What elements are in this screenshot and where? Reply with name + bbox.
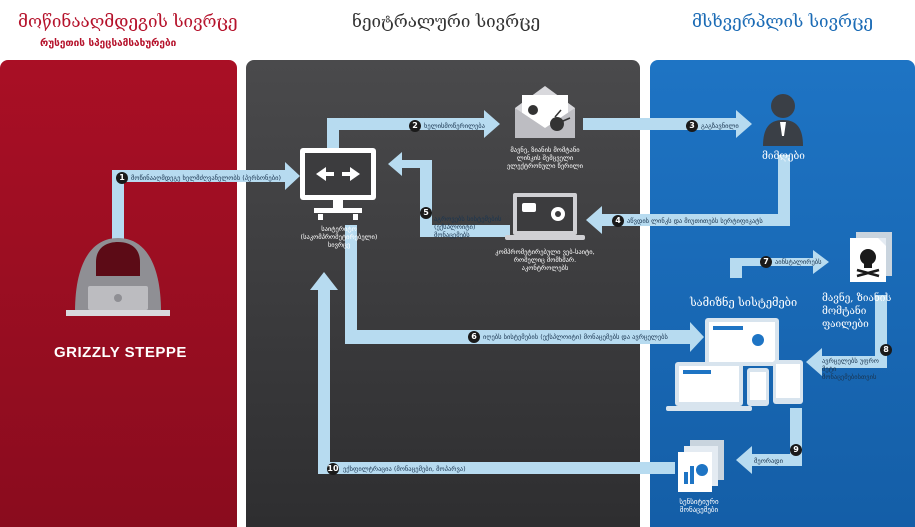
recipients-label: მიმღები xyxy=(762,151,805,162)
adversary-space-subheader: რუსეთის სპეცსამსახურები xyxy=(40,38,177,49)
arrow-step-4 xyxy=(586,155,790,234)
step-2-text: ხელისმოწერილება xyxy=(424,122,485,130)
step-6-text: იღებს სისტემების (ექსპლოიტი) მონაცემებს … xyxy=(483,333,668,341)
arrow-step-9 xyxy=(736,408,802,474)
step-4-badge: 4 xyxy=(612,215,624,227)
malicious-files-icon xyxy=(850,232,892,282)
sensitive-data-label: სენსიტიური მონაცემები xyxy=(679,498,719,514)
arrow-step-7 xyxy=(730,250,829,278)
neutral-space-header: ნეიტრალური სივრცე xyxy=(352,12,541,32)
hacker-icon xyxy=(66,238,170,316)
step-1-badge: 1 xyxy=(116,172,128,184)
step-9-text: მეორადი xyxy=(754,457,783,465)
step-3-badge: 3 xyxy=(686,120,698,132)
compromised-site-laptop-icon xyxy=(505,193,585,240)
malicious-email-label: მავნე, ზიანის მომტანი ლინკის შემცველი ელ… xyxy=(506,146,584,170)
malicious-files-label: მავნე, ზიანის მომტანი ფაილები xyxy=(822,293,892,330)
target-systems-label: სამიზნე სისტემები xyxy=(690,296,798,309)
sensitive-data-icon xyxy=(678,440,724,492)
compromised-site-label: კომპრომეტირებული ვებ-საიტი, რომელიც მომხ… xyxy=(495,248,595,272)
step-3-text: გაგზავნილი xyxy=(701,122,739,130)
step-5-badge: 5 xyxy=(420,207,432,219)
victim-space-header: მსხვერპლის სივრცე xyxy=(692,12,874,32)
arrow-step-6 xyxy=(345,225,704,352)
malicious-email-icon xyxy=(515,86,575,138)
step-4-text: აწვდის ლინკს და მიუთითებს სერტიფიკატს xyxy=(627,217,763,225)
grizzly-steppe-label: GRIZZLY STEPPE xyxy=(54,344,187,361)
step-6-badge: 6 xyxy=(468,331,480,343)
step-5-text: აგროვებს სისტემების (ექსპლოიტი) მონაცემე… xyxy=(434,215,502,239)
arrow-step-3 xyxy=(583,110,752,138)
arrow-step-8 xyxy=(806,295,887,376)
step-7-text: აინსტალირებს xyxy=(775,258,822,266)
step-2-badge: 2 xyxy=(409,120,421,132)
adversary-space-header: მოწინააღმდეგის სივრცე xyxy=(18,12,238,32)
step-1-text: მოწინააღმდეგე ხელმძღვანელობს (პერსონები) xyxy=(131,174,281,182)
arrow-step-10 xyxy=(310,272,675,474)
arrow-step-1 xyxy=(112,162,300,248)
step-10-text: ექსფილტრაცია (მონაცემები, მოპარვა) xyxy=(343,465,466,473)
target-systems-devices-icon xyxy=(666,318,803,411)
step-10-badge: 10 xyxy=(327,463,339,475)
flow-arrows xyxy=(112,110,887,474)
step-8-badge: 8 xyxy=(880,344,892,356)
arrow-step-5 xyxy=(388,152,510,237)
step-9-badge: 9 xyxy=(790,444,802,456)
step-7-badge: 7 xyxy=(760,256,772,268)
infrastructure-computer-icon xyxy=(300,148,376,220)
recipient-person-icon xyxy=(763,94,803,146)
infrastructure-label: საიტერ­იტო (საკომპრომეტ­ირებელი) სივრცე xyxy=(300,225,378,249)
step-8-text: ავრცელებს უფრო მეტი მონაცემებისთვის xyxy=(822,357,879,381)
